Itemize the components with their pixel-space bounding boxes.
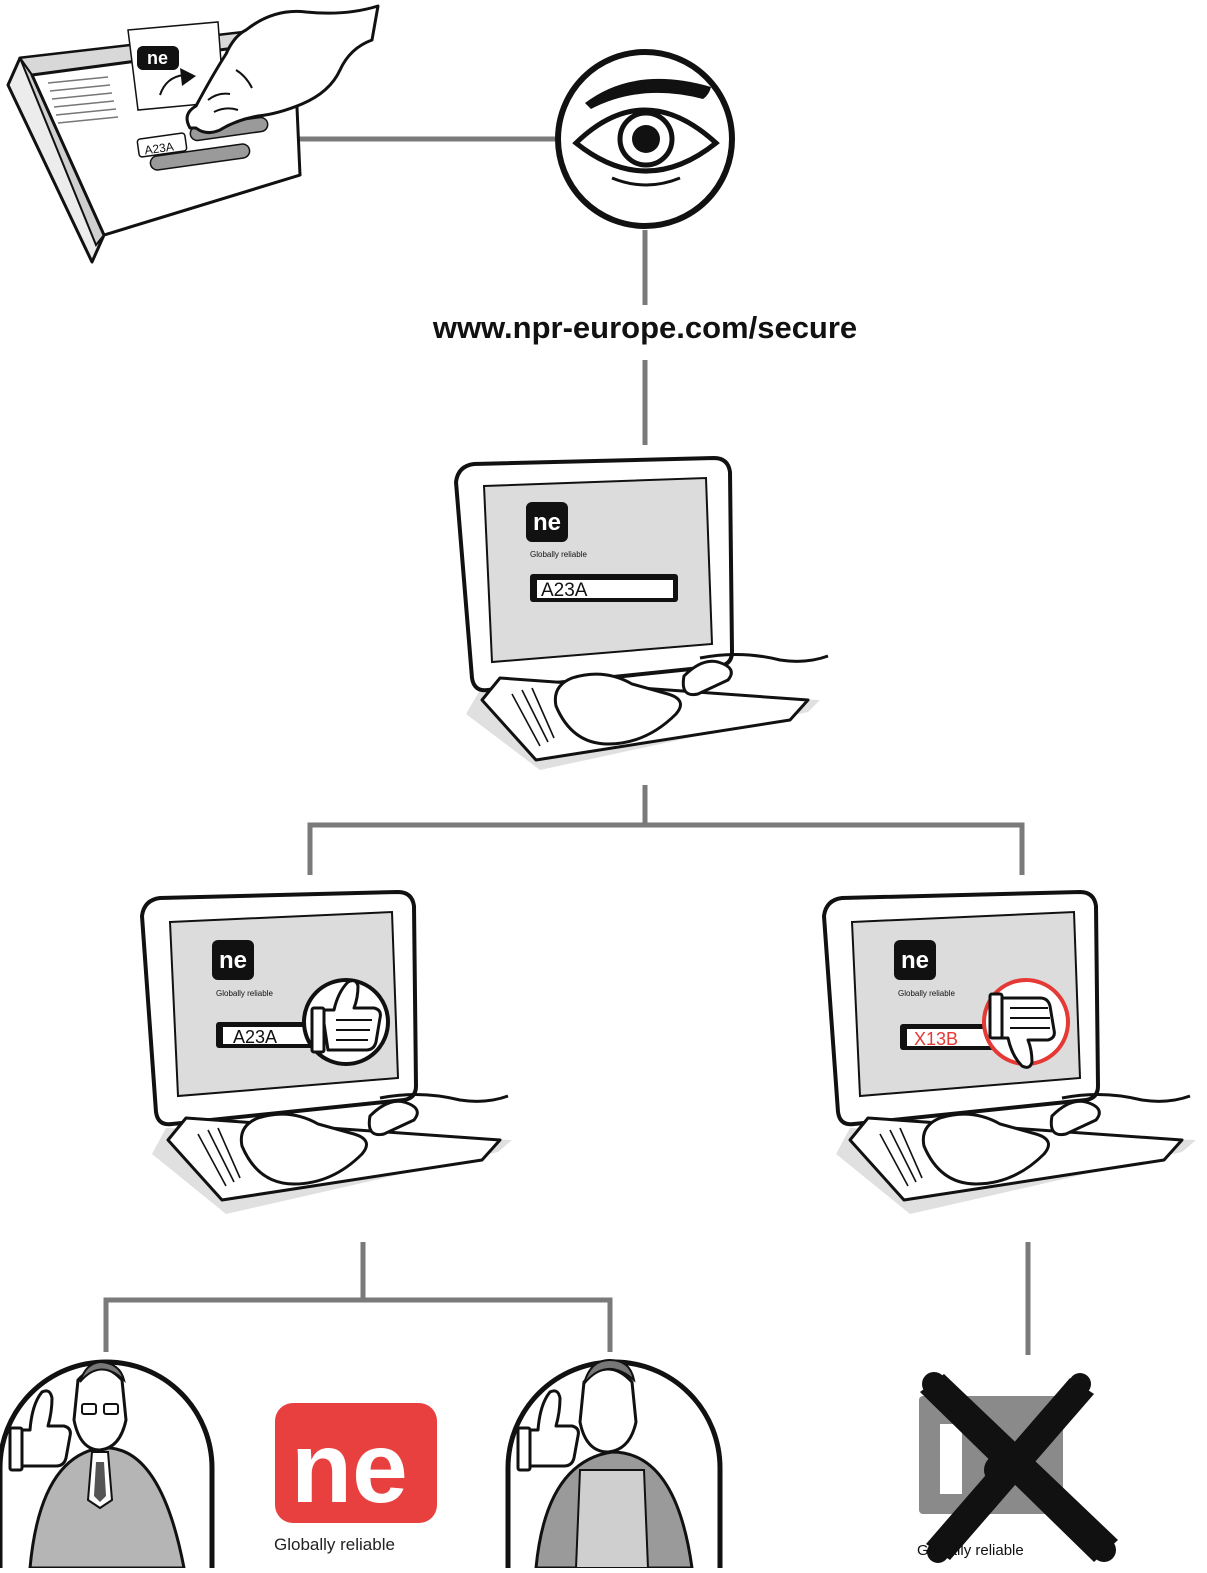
genuine-code-text: A23A	[233, 1027, 277, 1047]
thumbs-down-icon	[984, 980, 1068, 1067]
laptop-logo-text: ne	[533, 509, 561, 536]
eye-icon	[558, 52, 732, 226]
fake-laptop-tagline: Globally reliable	[898, 989, 955, 998]
fake-code-text: X13B	[914, 1029, 958, 1049]
laptop-genuine-result: ne Globally reliable A23A	[142, 892, 512, 1214]
genuine-laptop-tagline: Globally reliable	[216, 989, 273, 998]
laptop-fake-result: ne Globally reliable X13B	[824, 892, 1196, 1214]
fake-brand-logo-crossed	[919, 1372, 1118, 1563]
thumbs-up-icon	[304, 980, 388, 1064]
product-package: ne A23A	[8, 6, 378, 262]
businessman-thumbs-up	[0, 1362, 212, 1568]
fake-logo-tagline: Globally reliable	[917, 1542, 1024, 1559]
genuine-logo-tagline: Globally reliable	[274, 1535, 395, 1555]
code-entry-text: A23A	[541, 580, 588, 601]
genuine-laptop-logo-text: ne	[219, 947, 247, 974]
verification-url[interactable]: www.npr-europe.com/secure	[0, 310, 1207, 346]
genuine-brand-logo: ne	[275, 1403, 437, 1524]
laptop-enter-code: ne Globally reliable A23A	[456, 458, 828, 770]
package-logo-text: ne	[147, 48, 168, 68]
mechanic-thumbs-up	[508, 1360, 720, 1568]
fake-laptop-logo-text: ne	[901, 947, 929, 974]
laptop-tagline: Globally reliable	[530, 550, 587, 559]
genuine-logo-text: ne	[291, 1412, 408, 1524]
